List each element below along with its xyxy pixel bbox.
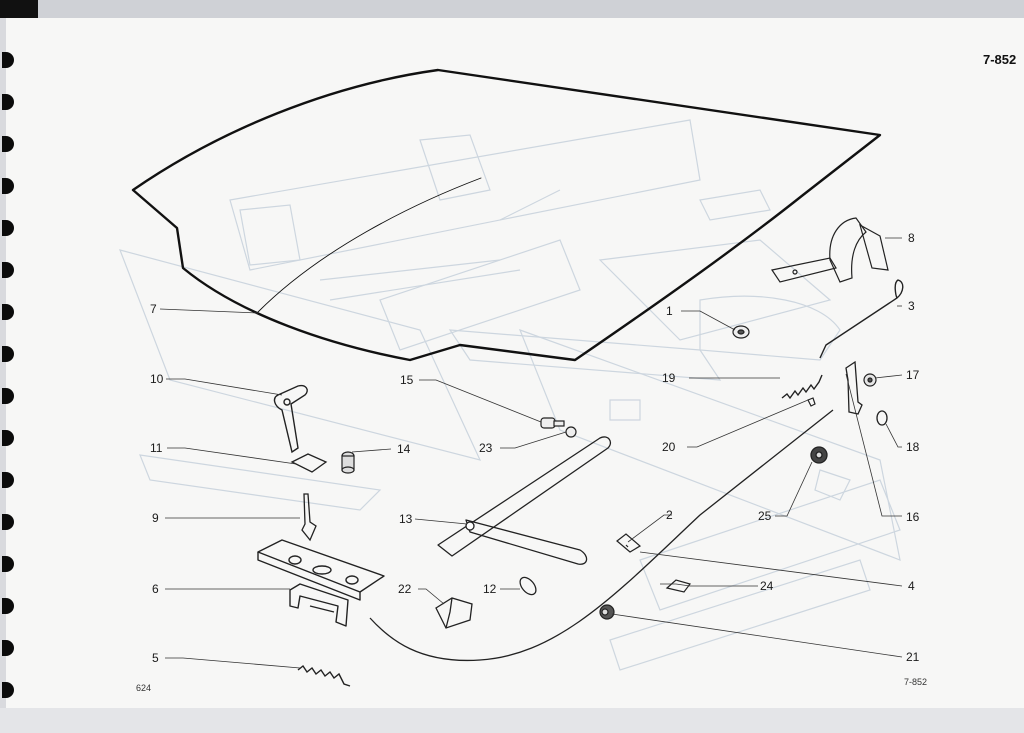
scan-top-margin bbox=[0, 0, 1024, 18]
callout-15: 15 bbox=[400, 373, 414, 387]
callout-13: 13 bbox=[399, 512, 413, 526]
callout-21: 21 bbox=[906, 650, 920, 664]
binding-hole bbox=[2, 430, 14, 446]
callout-22: 22 bbox=[398, 582, 412, 596]
footer-left-code: 624 bbox=[136, 683, 152, 693]
callout-4: 4 bbox=[908, 579, 915, 593]
nut-part bbox=[863, 373, 877, 387]
binding-hole bbox=[2, 94, 14, 110]
buffer-part bbox=[341, 451, 355, 474]
callout-24: 24 bbox=[760, 579, 774, 593]
prop-stay-arm-part bbox=[437, 436, 612, 565]
return-spring-part bbox=[297, 664, 351, 687]
cable-clip-part bbox=[665, 579, 692, 593]
callout-1: 1 bbox=[666, 304, 673, 318]
leader-lines bbox=[159, 237, 903, 669]
callout-2: 2 bbox=[666, 508, 673, 522]
callout-12: 12 bbox=[483, 582, 497, 596]
lock-assembly-part bbox=[257, 539, 385, 627]
binding-hole bbox=[2, 388, 14, 404]
catch-lever-part bbox=[273, 384, 308, 454]
spring-part bbox=[781, 374, 823, 400]
scan-bottom-margin bbox=[0, 708, 1024, 733]
release-cable-part bbox=[369, 409, 834, 662]
small-clip-part bbox=[616, 533, 642, 553]
binding-hole bbox=[2, 304, 14, 320]
clip-part bbox=[807, 397, 816, 407]
cable-sleeve-part bbox=[599, 604, 615, 620]
callout-19: 19 bbox=[662, 371, 676, 385]
binding-hole bbox=[2, 178, 14, 194]
callout-6: 6 bbox=[152, 582, 159, 596]
binding-hole bbox=[2, 136, 14, 152]
rubber-block-part bbox=[435, 597, 473, 629]
callout-25: 25 bbox=[758, 509, 772, 523]
callout-11: 11 bbox=[150, 441, 163, 455]
callout-14: 14 bbox=[397, 442, 411, 456]
page-number-header: 7-852 bbox=[983, 52, 1017, 67]
callout-23: 23 bbox=[479, 441, 493, 455]
binding-hole bbox=[2, 346, 14, 362]
binding-hole bbox=[2, 598, 14, 614]
callout-8: 8 bbox=[908, 231, 915, 245]
bush-part bbox=[810, 446, 828, 464]
binding-hole bbox=[2, 472, 14, 488]
grommet-part bbox=[732, 325, 750, 339]
callout-16: 16 bbox=[906, 510, 920, 524]
bleed-through-ghost bbox=[119, 119, 901, 671]
callout-18: 18 bbox=[906, 440, 920, 454]
callout-3: 3 bbox=[908, 299, 915, 313]
bonnet-panel bbox=[131, 68, 882, 362]
callout-9: 9 bbox=[152, 511, 159, 525]
bolt-part bbox=[540, 417, 577, 438]
callout-17: 17 bbox=[906, 368, 920, 382]
hinge-part bbox=[771, 217, 889, 283]
callout-10: 10 bbox=[150, 372, 164, 386]
callout-7: 7 bbox=[150, 302, 157, 316]
binding-hole bbox=[2, 556, 14, 572]
binding-hole bbox=[2, 640, 14, 656]
binding-hole bbox=[2, 52, 14, 68]
striker-pin-part bbox=[301, 493, 317, 542]
washer-part bbox=[876, 410, 888, 426]
scan-black-tab bbox=[0, 0, 38, 18]
callout-5: 5 bbox=[152, 651, 159, 665]
binding-hole bbox=[2, 682, 14, 698]
stay-rod-part bbox=[819, 279, 904, 359]
footer-right-code: 7-852 bbox=[904, 677, 928, 687]
bracket-part bbox=[845, 360, 863, 415]
pad-part bbox=[519, 576, 537, 596]
binding-hole bbox=[2, 262, 14, 278]
binding-hole bbox=[2, 220, 14, 236]
callout-20: 20 bbox=[662, 440, 676, 454]
catch-bracket-part bbox=[290, 453, 328, 473]
binding-hole bbox=[2, 514, 14, 530]
